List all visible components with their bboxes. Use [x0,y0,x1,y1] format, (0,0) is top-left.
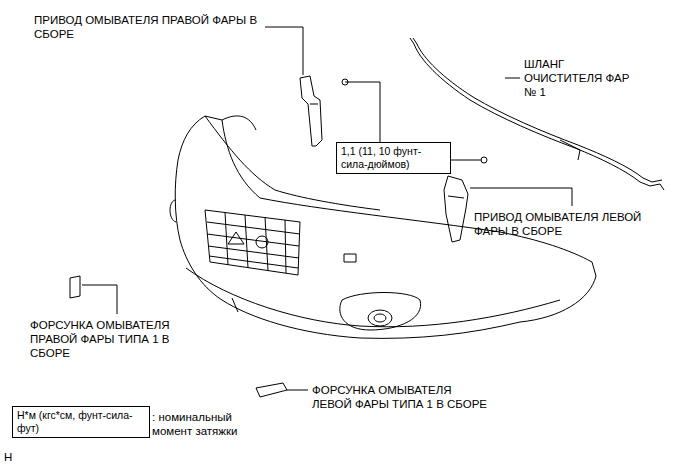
leader-line [82,285,117,314]
nozzle-cap [70,276,80,298]
part-name: ФОРСУНКА ОМЫВАТЕЛЯ ПРАВОЙ ФАРЫ ТИПА 1 В … [30,318,200,360]
part-name: ШЛАНГ ОЧИСТИТЕЛЯ ФАР № 1 [524,57,634,99]
legend-note: : номинальный момент затяжки [152,410,262,438]
leader-line [505,78,520,79]
box-text: Н*м (кгс*см, фунт-сила-фут) [17,409,145,435]
actuator [444,176,468,242]
part-name: ФОРСУНКА ОМЫВАТЕЛЯ ЛЕВОЙ ФАРЫ ТИПА 1 В С… [312,383,487,411]
legend-box: Н*м (кгс*см, фунт-сила-фут) [12,406,150,438]
leader-line [265,27,303,75]
figure-code: H [4,450,24,464]
torque-box: 1,1 (11, 10 фунт-сила-дюймов) [336,142,451,174]
leader-line [451,160,481,161]
leader-line [470,188,572,206]
leader-line [287,390,308,391]
nozzle-cap [256,383,287,397]
actuator [300,76,322,146]
leader-line [345,82,380,142]
part-name: ПРИВОД ОМЫВАТЕЛЯ ЛЕВОЙ ФАРЫ В СБОРЕ [474,210,674,238]
part-name: ПРИВОД ОМЫВАТЕЛЯ ПРАВОЙ ФАРЫ В СБОРЕ [34,13,259,41]
box-text: 1,1 (11, 10 фунт-сила-дюймов) [341,145,446,171]
